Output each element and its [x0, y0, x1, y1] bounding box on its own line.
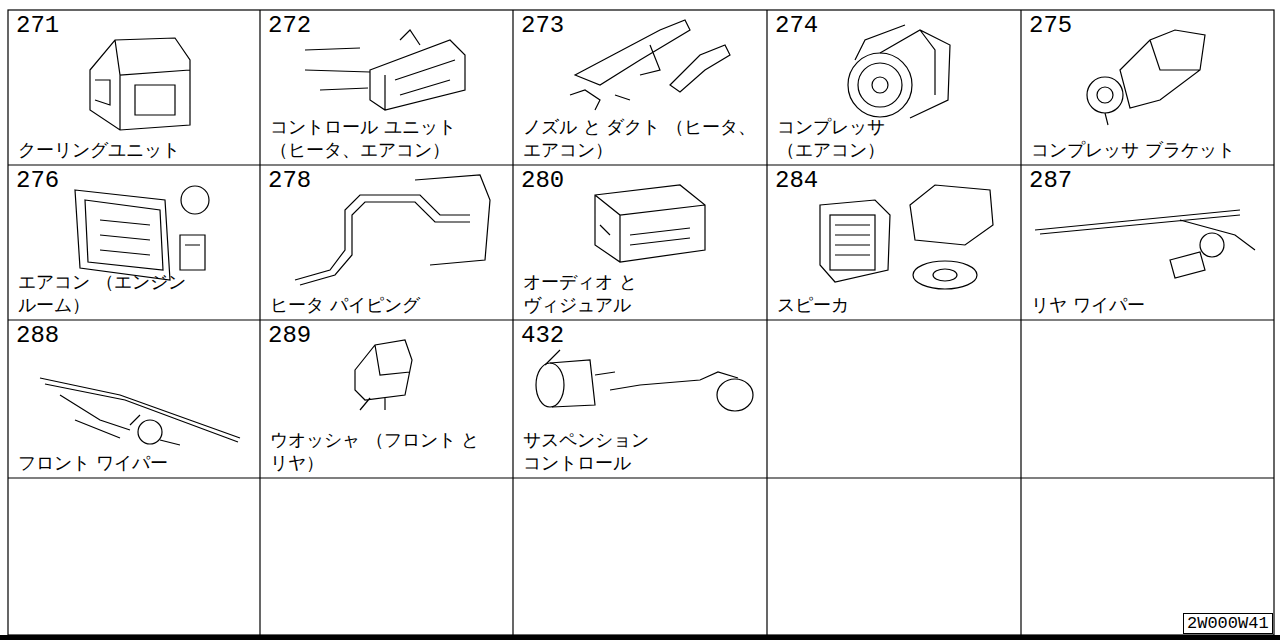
callout-number: 289 [268, 324, 311, 348]
part-group-name: オーディオ と ヴィジュアル [523, 271, 693, 316]
callout-number: 273 [521, 14, 564, 38]
callout-number: 284 [775, 169, 818, 193]
catalog-cell: 288 フロント ワイパー [8, 320, 260, 478]
part-group-name: エアコン （エンジン ルーム） [18, 271, 254, 316]
part-group-name: ヒータ パイピング [270, 294, 420, 317]
callout-number: 272 [268, 14, 311, 38]
catalog-cell: 284 スピーカ [767, 165, 1021, 320]
part-group-name: ノズル と ダクト （ヒータ、エアコン） [523, 116, 759, 161]
catalog-cell: 275 コンプレッサ ブラケット [1021, 10, 1274, 165]
part-group-name: クーリングユニット [18, 139, 180, 162]
catalog-cell: 278 ヒータ パイピング [260, 165, 513, 320]
part-group-name: ウオッシャ （フロント と リヤ） [270, 429, 506, 474]
part-group-name: コンプレッサ ブラケット [1031, 139, 1235, 162]
callout-number: 288 [16, 324, 59, 348]
callout-number: 287 [1029, 169, 1072, 193]
catalog-cell: 289 ウオッシャ （フロント と リヤ） [260, 320, 513, 478]
part-group-name: コントロール ユニット （ヒータ、エアコン） [270, 116, 506, 161]
callout-number: 274 [775, 14, 818, 38]
catalog-cell: 273 ノズル と ダクト （ヒータ、エアコン） [513, 10, 767, 165]
catalog-cell: 271 クーリングユニット [8, 10, 260, 165]
part-group-name: サスペンション コントロール [523, 429, 693, 474]
drawing-code: 2W000W41 [1184, 614, 1272, 633]
callout-number: 278 [268, 169, 311, 193]
part-group-name: スピーカ [777, 294, 849, 317]
catalog-cell: 280 オーディオ と ヴィジュアル [513, 165, 767, 320]
catalog-cell: 276 エアコン （エンジン ルーム） [8, 165, 260, 320]
callout-number: 271 [16, 14, 59, 38]
callout-number: 275 [1029, 14, 1072, 38]
part-group-name: リヤ ワイパー [1031, 294, 1145, 317]
catalog-cell: 274 コンプレッサ （エアコン） [767, 10, 1021, 165]
catalog-cell: 287 リヤ ワイパー [1021, 165, 1274, 320]
catalog-cell: 432 サスペンション コントロール [513, 320, 767, 478]
callout-number: 432 [521, 324, 564, 348]
drawing-code-box: 2W000W41 [1183, 613, 1273, 634]
catalog-cell: 272 コントロール ユニット （ヒータ、エアコン） [260, 10, 513, 165]
callout-number: 276 [16, 169, 59, 193]
callout-number: 280 [521, 169, 564, 193]
part-group-name: コンプレッサ （エアコン） [777, 116, 957, 161]
part-group-name: フロント ワイパー [18, 452, 168, 475]
